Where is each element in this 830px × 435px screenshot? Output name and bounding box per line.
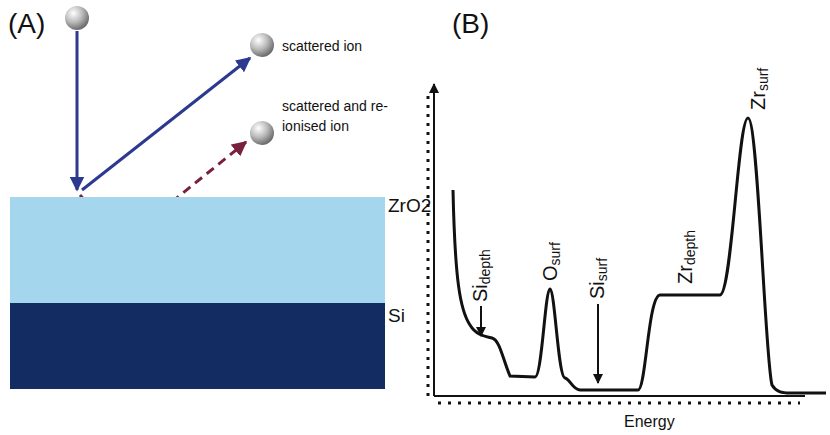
layer-label: ZrO2 <box>388 196 431 217</box>
si-substrate: Si <box>10 303 385 389</box>
peak-subscript: surf <box>547 242 563 265</box>
x-ticks <box>438 402 800 405</box>
ion-label: scattered ion <box>282 36 362 56</box>
panel-label: (A) <box>8 4 45 45</box>
ion-sphere <box>250 121 274 145</box>
element-symbol: Si <box>469 284 491 302</box>
spectrum-curve <box>453 118 826 393</box>
element-symbol: Zr <box>674 265 696 284</box>
scattered-arrow <box>82 58 250 190</box>
peak-subscript: depth <box>477 249 493 284</box>
y-axis <box>433 84 435 396</box>
ion-sphere <box>250 33 274 57</box>
element-symbol: O <box>539 265 561 281</box>
peak-label: Sisurf <box>587 258 609 299</box>
panel-label: (B) <box>452 4 489 45</box>
peak-arrow <box>597 304 599 383</box>
peak-subscript: depth <box>682 230 698 265</box>
peak-label: Sidepth <box>470 249 492 302</box>
incident-arrow <box>76 31 79 190</box>
y-ticks <box>427 95 430 396</box>
peak-subscript: surf <box>755 68 771 91</box>
ion-label: scattered and re-ionised ion <box>282 96 394 137</box>
ion-sphere <box>65 6 89 30</box>
peak-label: Osurf <box>540 242 562 281</box>
peak-label: Zrdepth <box>675 230 697 284</box>
layer-label: Si <box>388 306 405 327</box>
zro2-layer: ZrO2 <box>10 197 385 303</box>
axis-title: Energy <box>624 410 675 433</box>
element-symbol: Si <box>586 281 608 299</box>
peak-subscript: surf <box>594 258 610 281</box>
peak-arrow <box>480 306 482 336</box>
x-axis <box>434 395 805 397</box>
element-symbol: Zr <box>747 91 769 110</box>
peak-label: Zrsurf <box>748 68 770 110</box>
